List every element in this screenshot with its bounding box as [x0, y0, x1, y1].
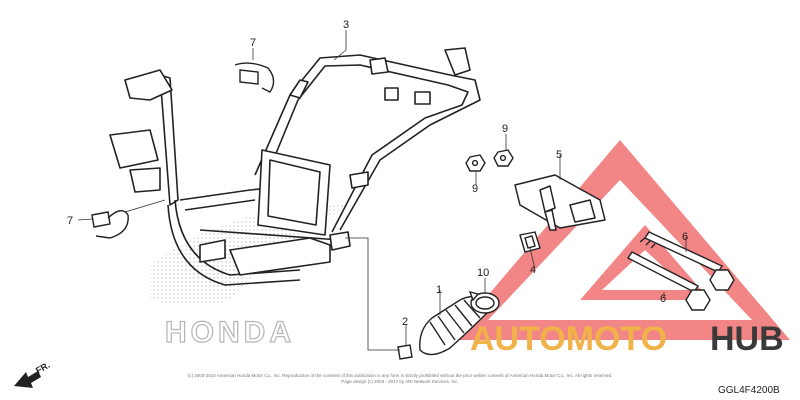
- front-label: FR.: [34, 360, 52, 376]
- frame-body: [109, 47, 481, 286]
- callout-4: 4: [530, 264, 536, 276]
- front-direction-indicator: FR.: [14, 360, 52, 388]
- copyright-line-2: Page design (c) 2004 - 2017 by ARI Netwo…: [341, 379, 458, 384]
- logo-word-automoto: AUTOMOTO: [470, 320, 667, 358]
- callout-10: 10: [477, 267, 489, 279]
- callout-7b: 7: [67, 215, 73, 227]
- automotohub-logo: AUTOMOTO HUB: [470, 320, 784, 358]
- hanger-bolt-lower-icon: [626, 251, 711, 311]
- engine-hanger-link: [514, 174, 606, 231]
- hanger-bolt-upper-icon: [639, 231, 735, 291]
- callout-9b: 9: [472, 183, 478, 195]
- callout-3: 3: [343, 19, 349, 31]
- front-arrow-icon: [14, 371, 41, 388]
- automotohub-triangle-icon: [450, 140, 790, 340]
- harness-band-clip-lower-icon: [91, 210, 129, 239]
- hose-band-icon: [468, 290, 500, 314]
- copyright-notice: (c) 2003-2015 American Honda Motor Co., …: [188, 373, 612, 384]
- callout-7a: 7: [250, 37, 256, 49]
- callout-2: 2: [402, 316, 408, 328]
- callout-6b: 6: [660, 293, 666, 305]
- diagram-code: GGL4F4200B: [718, 385, 780, 396]
- honda-wordmark-watermark: HONDA: [165, 316, 295, 349]
- callout-5: 5: [556, 149, 562, 161]
- small-clip-icon: [397, 344, 413, 360]
- logo-word-hub: HUB: [710, 320, 784, 358]
- rubber-bushing-icon: [519, 231, 541, 253]
- flange-nut-upper-icon: [493, 149, 514, 167]
- callout-6a: 6: [682, 231, 688, 243]
- callout-1: 1: [436, 284, 442, 296]
- callout-labels: 7 3 7 9 5 9 6 4 10 1 2 6: [67, 19, 688, 328]
- harness-band-clip-upper-icon: [234, 62, 275, 93]
- callout-9a: 9: [502, 123, 508, 135]
- copyright-line-1: (c) 2003-2015 American Honda Motor Co., …: [188, 373, 612, 378]
- flange-nut-lower-icon: [465, 154, 486, 172]
- leader-lines: [77, 30, 687, 351]
